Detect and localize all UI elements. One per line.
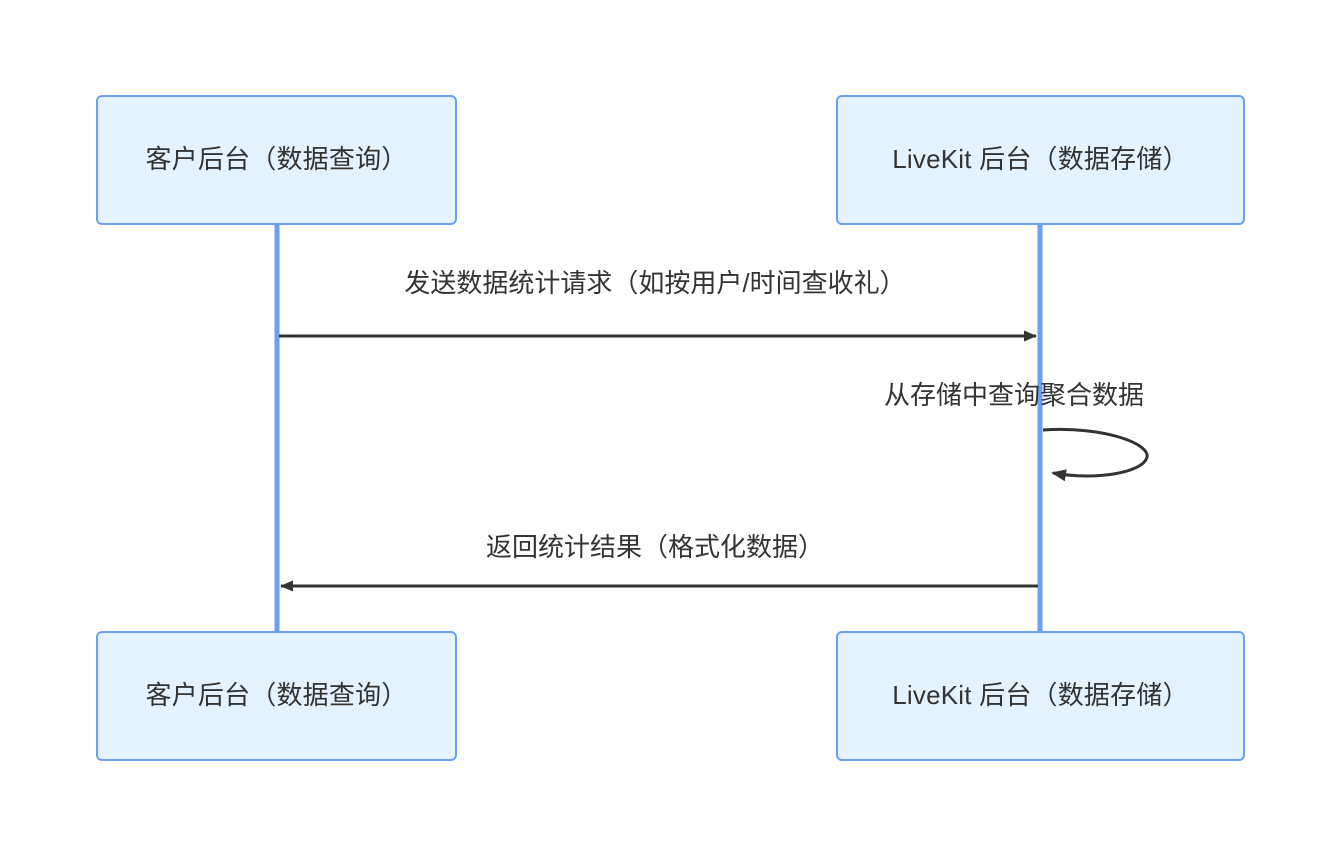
message-arrow-self-query bbox=[1042, 427, 1149, 482]
message-label-self-query: 从存储中查询聚合数据 bbox=[884, 380, 1145, 410]
participant-box-livekit-bottom[interactable]: LiveKit 后台（数据存储） bbox=[836, 631, 1245, 761]
message-label-response: 返回统计结果（格式化数据） bbox=[485, 532, 825, 562]
message-label-request: 发送数据统计请求（如按用户/时间查收礼） bbox=[404, 268, 906, 298]
participant-box-livekit-top[interactable]: LiveKit 后台（数据存储） bbox=[836, 95, 1245, 225]
participant-label-client-top: 客户后台（数据查询） bbox=[145, 144, 408, 175]
participant-box-client-bottom[interactable]: 客户后台（数据查询） bbox=[96, 631, 457, 761]
participant-label-livekit-top: LiveKit 后台（数据存储） bbox=[892, 144, 1189, 175]
participant-label-client-bottom: 客户后台（数据查询） bbox=[145, 680, 408, 711]
participant-label-livekit-bottom: LiveKit 后台（数据存储） bbox=[892, 680, 1189, 711]
participant-box-client-top[interactable]: 客户后台（数据查询） bbox=[96, 95, 457, 225]
